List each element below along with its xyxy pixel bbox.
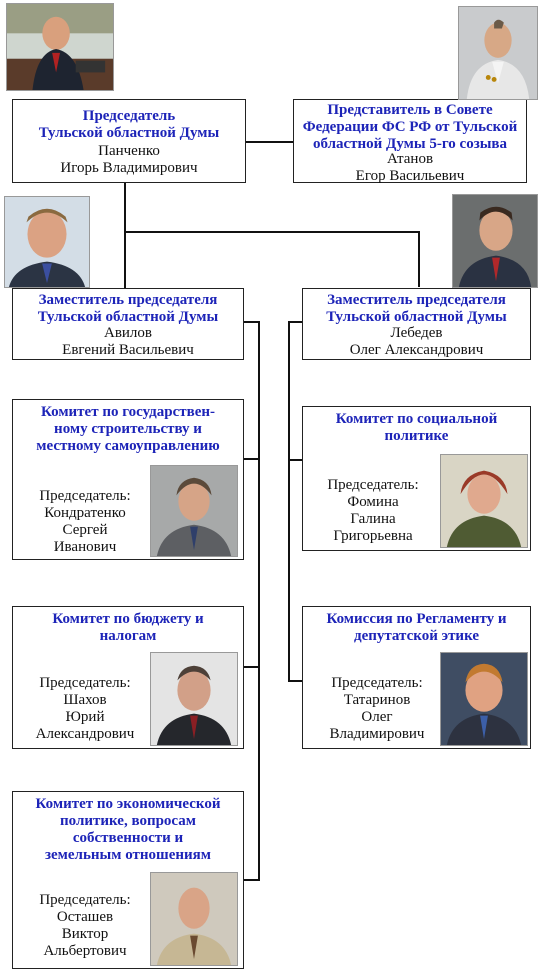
federation-rep-photo (458, 6, 538, 100)
connector-c2 (288, 459, 302, 461)
connector-c3 (244, 666, 260, 668)
committee-2-role: Председатель: (327, 477, 419, 493)
committee-2-title-line1: Комитет по социальной (335, 411, 498, 427)
committee-2-name-line1: Фомина (347, 494, 399, 510)
deputy-right-box: Заместитель председателя Тульской област… (302, 288, 531, 360)
committee-5-title-line1: Комитет по экономической (35, 796, 221, 812)
connector-right-down (418, 231, 420, 287)
deputy-left-title-line1: Заместитель председателя (38, 292, 218, 308)
connector-chair-rep (246, 141, 293, 143)
federation-rep-title-line3: областной Думы 5-го созыва (312, 136, 508, 152)
deputy-left-title-line2: Тульской областной Думы (37, 309, 219, 325)
connector-c1 (244, 458, 260, 460)
deputy-right-photo (452, 194, 538, 288)
deputy-right-given-names: Олег Александрович (349, 342, 484, 358)
committee-1-title-line1: Комитет по государствен- (40, 404, 216, 420)
committee-1-chair-photo (150, 465, 238, 557)
chairman-title-line2: Тульской областной Думы (38, 125, 220, 141)
federation-rep-box: Представитель в Совете Федерации ФС РФ о… (293, 99, 527, 184)
federation-rep-surname: Атанов (386, 151, 434, 167)
committee-1-title-line3: местному самоуправлению (36, 438, 220, 454)
chairman-given-names: Игорь Владимирович (60, 160, 198, 176)
chairman-box: Председатель Тульской областной Думы Пан… (12, 99, 246, 183)
committee-4-name-line3: Владимирович (329, 726, 425, 742)
committee-1-name-line1: Кондратенко (44, 505, 126, 521)
committee-4-name-line2: Олег (361, 709, 393, 725)
committee-5-title-line2: политике, вопросам (60, 813, 196, 829)
deputy-right-title-line1: Заместитель председателя (327, 292, 506, 308)
committee-3-name-line3: Александрович (35, 726, 135, 742)
connector-horizontal (124, 231, 420, 233)
committee-2-name-line2: Галина (350, 511, 396, 527)
committee-4-name-line1: Татаринов (343, 692, 411, 708)
committee-3-title-line1: Комитет по бюджету и (52, 611, 204, 627)
connector-left-spine-h (244, 321, 260, 323)
committee-4-title-line2: депутатской этике (353, 628, 480, 644)
committee-5-title-line4: земельным отношениям (45, 847, 211, 863)
committee-2-name-line3: Григорьевна (333, 528, 413, 544)
committee-5-title-line3: собственности и (72, 830, 184, 846)
committee-1-name-line3: Иванович (53, 539, 117, 555)
connector-chair-down (124, 183, 126, 288)
committee-3-name-line1: Шахов (63, 692, 107, 708)
federation-rep-title-line2: Федерации ФС РФ от Тульской (302, 119, 518, 135)
committee-5-chair-photo (150, 872, 238, 966)
federation-rep-given-names: Егор Васильевич (355, 168, 465, 184)
committee-3-title-line2: налогам (99, 628, 157, 644)
deputy-right-title-line2: Тульской областной Думы (326, 309, 507, 325)
connector-c4 (288, 680, 302, 682)
chairman-title-line1: Председатель (82, 108, 176, 124)
committee-1-title-line2: ному строительству и (54, 421, 202, 437)
deputy-right-surname: Лебедев (390, 325, 443, 341)
federation-rep-title-line1: Представитель в Совете (327, 102, 493, 118)
committee-5-name-line2: Виктор (61, 926, 109, 942)
committee-2-chair-photo (440, 454, 528, 548)
chairman-surname: Панченко (98, 143, 160, 159)
committee-1-role: Председатель: (39, 488, 131, 504)
committee-5-role: Председатель: (39, 892, 131, 908)
committee-1-name-line2: Сергей (62, 522, 108, 538)
committee-3-name-line2: Юрий (65, 709, 105, 725)
committee-4-chair-photo (440, 652, 528, 746)
deputy-left-surname: Авилов (103, 325, 152, 341)
connector-right-spine-h (288, 321, 302, 323)
connector-right-spine (288, 321, 290, 682)
chairman-photo (6, 3, 114, 91)
committee-5-name-line1: Осташев (56, 909, 114, 925)
committee-2-title-line2: политике (384, 428, 449, 444)
committee-3-role: Председатель: (39, 675, 131, 691)
connector-left-spine (258, 321, 260, 881)
deputy-left-box: Заместитель председателя Тульской област… (12, 288, 244, 360)
committee-4-title-line1: Комиссия по Регламенту и (326, 611, 507, 627)
deputy-left-photo (4, 196, 90, 288)
deputy-left-given-names: Евгений Васильевич (62, 342, 194, 358)
connector-c5 (244, 879, 260, 881)
committee-3-chair-photo (150, 652, 238, 746)
committee-4-role: Председатель: (331, 675, 423, 691)
committee-5-name-line3: Альбертович (43, 943, 127, 959)
